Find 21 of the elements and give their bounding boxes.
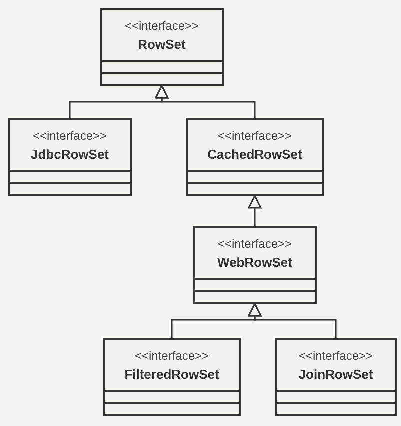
stereotype-label: <<interface>> (124, 18, 200, 32)
stereotype-label: <<interface>> (32, 128, 108, 142)
stereotype-label: <<interface>> (298, 348, 374, 362)
stereotype-label: <<interface>> (134, 348, 210, 362)
class-name: FilteredRowSet (124, 366, 220, 382)
class-name: WebRowSet (218, 254, 292, 270)
class-box (103, 338, 241, 416)
class-box (275, 338, 397, 416)
class-name: JoinRowSet (298, 366, 374, 382)
class-box (186, 118, 324, 196)
inheritance-arrow (248, 303, 337, 338)
class-box (193, 226, 317, 304)
class-name: RowSet (138, 36, 186, 52)
inheritance-arrow (248, 195, 262, 226)
class-name: CachedRowSet (208, 146, 302, 162)
class-name: JdbcRowSet (30, 146, 109, 162)
stereotype-label: <<interface>> (218, 236, 292, 250)
class-box (8, 118, 132, 196)
class-box (100, 8, 224, 86)
inheritance-arrow (155, 85, 256, 118)
stereotype-label: <<interface>> (218, 128, 292, 142)
